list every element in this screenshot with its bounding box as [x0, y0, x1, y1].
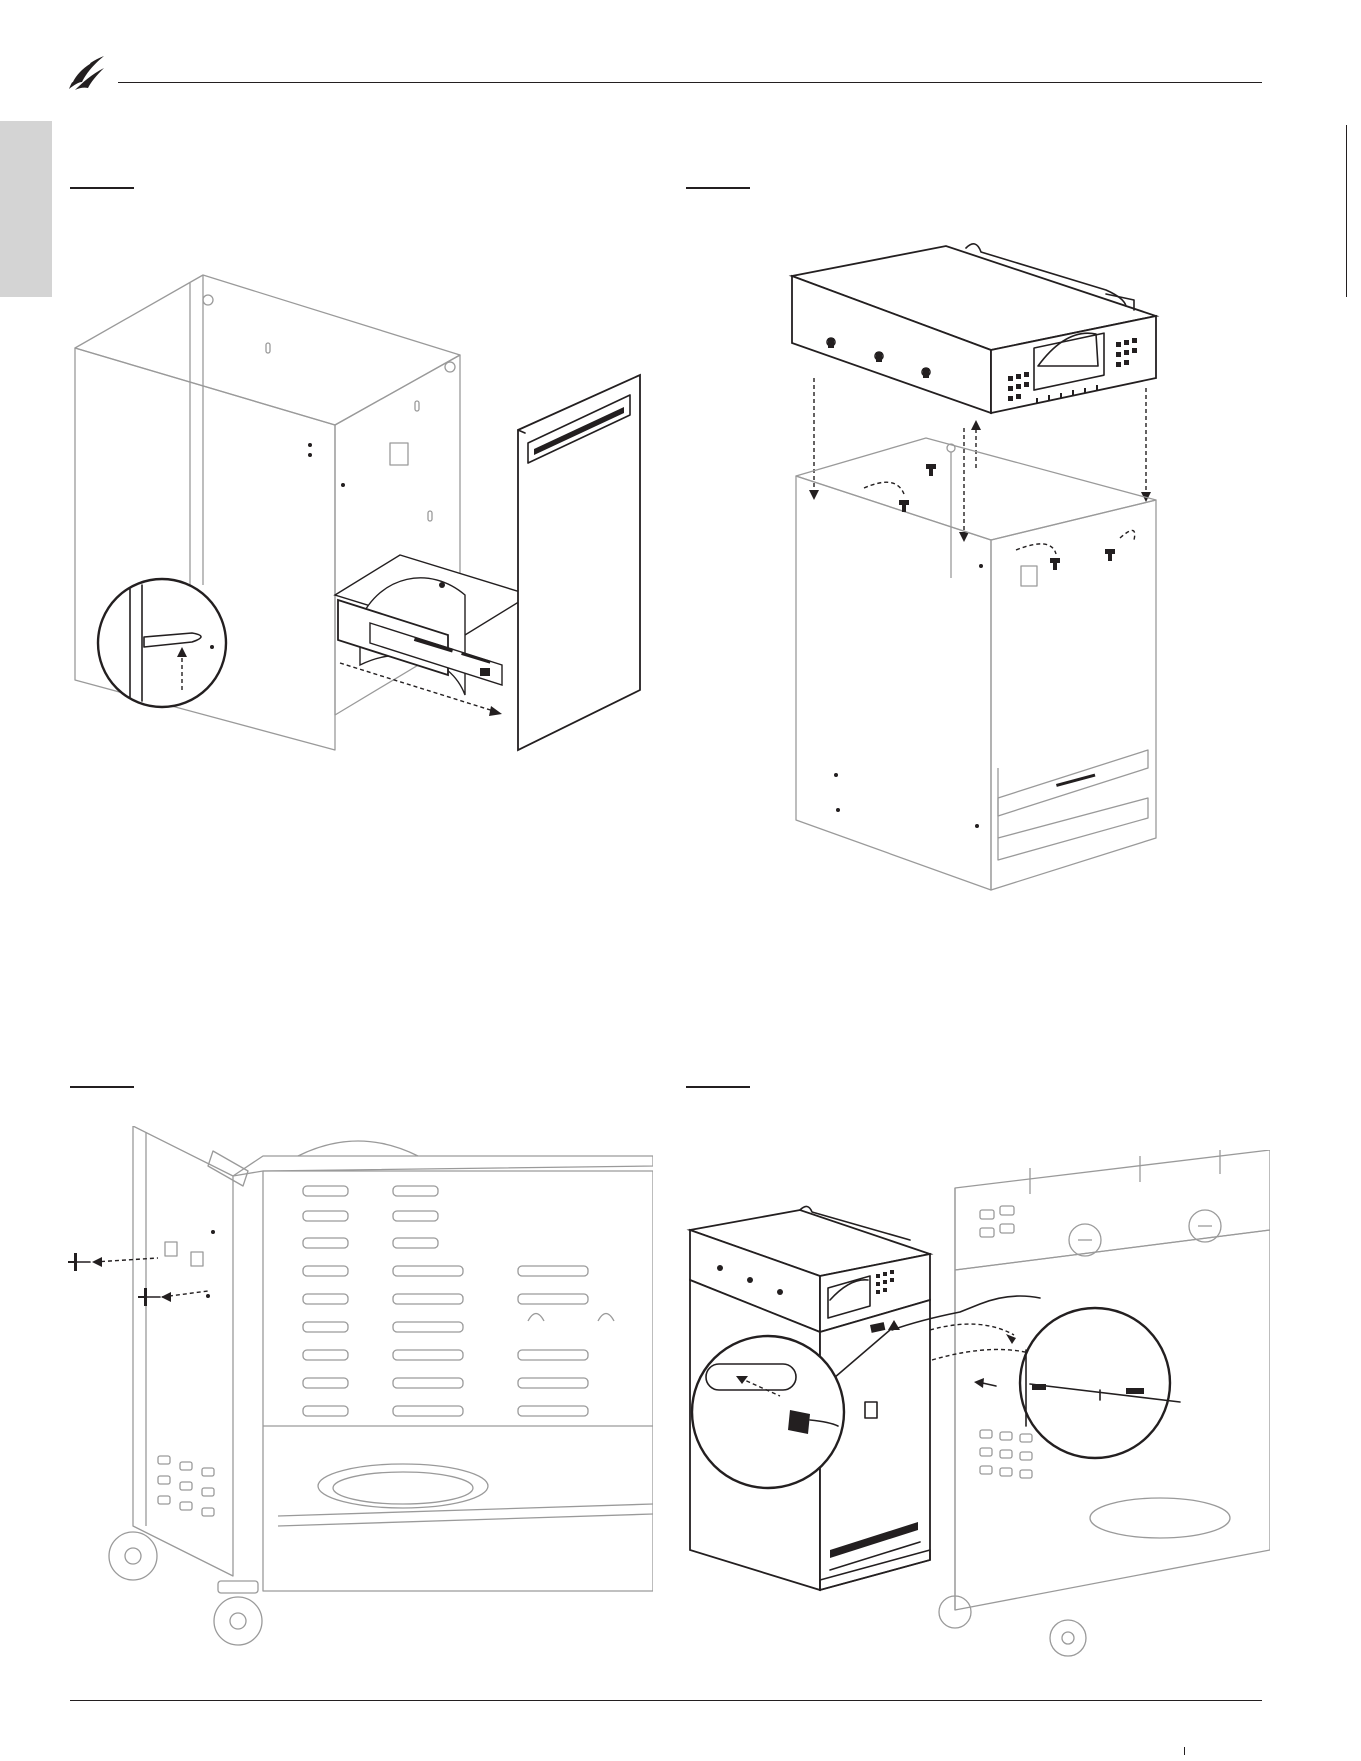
- step-2-rule: [686, 187, 750, 189]
- footer-rule: [70, 1700, 1262, 1701]
- flame-logo-icon: [66, 52, 106, 92]
- margin-marker: [1346, 125, 1347, 297]
- step-1-rule: [70, 187, 134, 189]
- step-1-illustration: [70, 265, 670, 805]
- step-4-rule: [686, 1086, 750, 1088]
- step-3-rule: [70, 1086, 134, 1088]
- section-side-tab: [0, 121, 52, 297]
- step-4-illustration: [680, 1150, 1270, 1660]
- header-rule: [118, 82, 1262, 83]
- step-2-illustration: [686, 238, 1286, 898]
- footer-marker: [1184, 1747, 1185, 1755]
- step-3-illustration: [58, 1126, 653, 1656]
